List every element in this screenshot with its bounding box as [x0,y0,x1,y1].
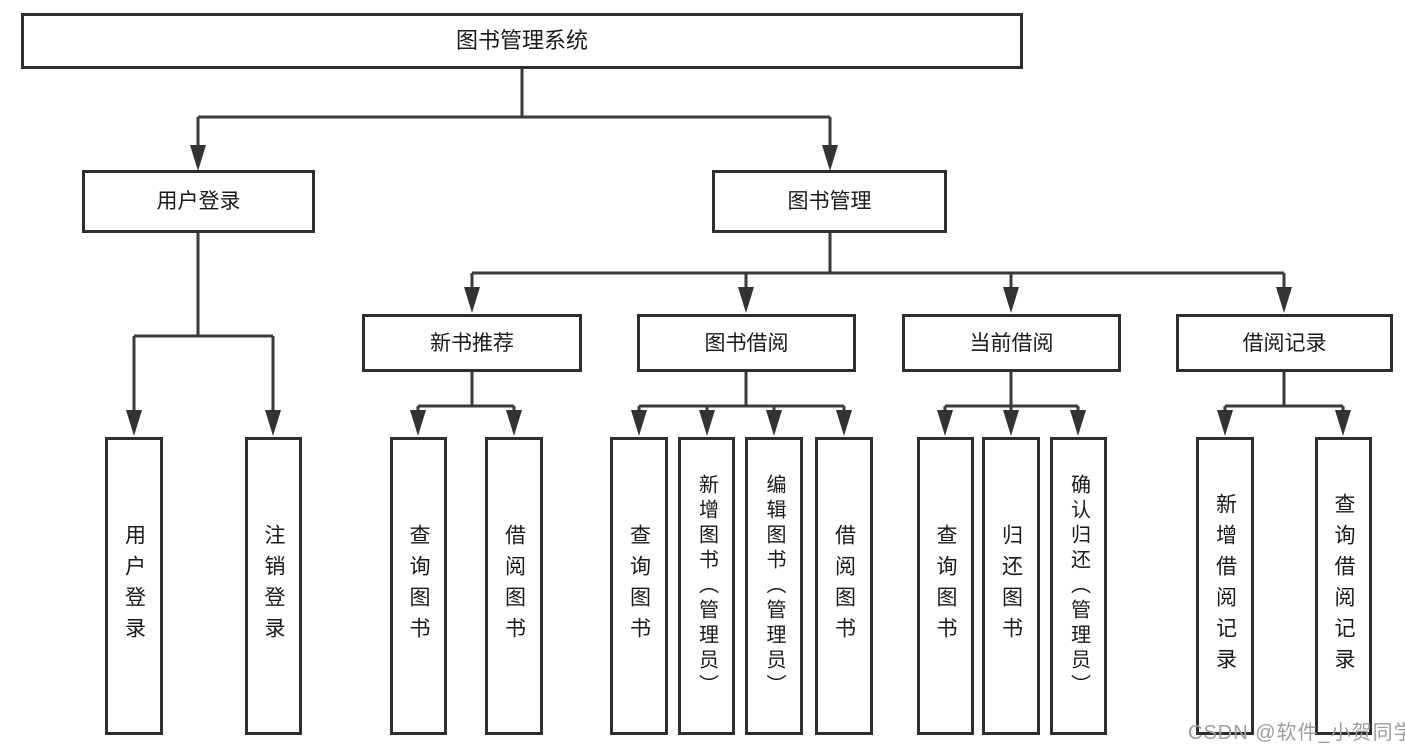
leaf-borrow-books: 借阅图书 [815,437,873,735]
leaf-user-login: 用户登录 [105,437,163,735]
node-book-management: 图书管理 [712,170,947,233]
leaf-query-books-current: 查询图书 [917,437,974,735]
leaf-add-borrow-record: 新增借阅记录 [1196,437,1254,735]
leaf-borrow-books-recommend: 借阅图书 [485,437,543,735]
leaf-query-books-borrow: 查询图书 [610,437,668,735]
node-current-borrow: 当前借阅 [902,314,1121,372]
leaf-query-borrow-record: 查询借阅记录 [1315,437,1372,735]
leaf-confirm-return-admin: 确认归还（管理员） [1050,437,1107,735]
leaf-query-books-recommend: 查询图书 [390,437,447,735]
node-borrow-records: 借阅记录 [1176,314,1393,372]
node-library-system: 图书管理系统 [21,13,1023,69]
node-book-borrow: 图书借阅 [637,314,856,372]
leaf-logout: 注销登录 [245,437,302,735]
leaf-return-books: 归还图书 [982,437,1040,735]
leaf-edit-books-admin: 编辑图书（管理员） [745,437,803,735]
node-user-login: 用户登录 [82,170,315,233]
csdn-watermark: CSDN @软件_小贺同学 [1188,722,1405,744]
node-new-book-recommend: 新书推荐 [362,314,582,372]
leaf-add-books-admin: 新增图书（管理员） [678,437,735,735]
